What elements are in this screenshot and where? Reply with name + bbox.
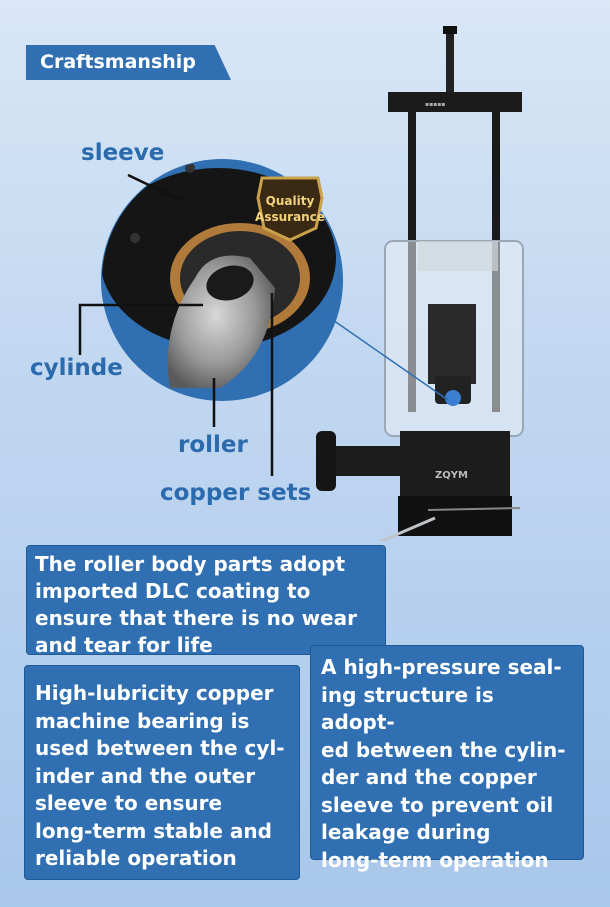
cylinder-label: cylinde [30, 355, 123, 381]
sleeve-label: sleeve [81, 140, 165, 166]
sealing-structure-box: A high-pressure seal- ing structure is a… [310, 645, 584, 872]
copper-sets-label: copper sets [160, 480, 312, 506]
roller-label: roller [178, 432, 248, 458]
craftsmanship-tag: Craftsmanship [26, 45, 231, 80]
badge-line2: Assurance [255, 210, 325, 224]
dlc-coating-text: The roller body parts adopt imported DLC… [35, 552, 357, 657]
badge-line1: Quality [266, 194, 315, 208]
copper-bearing-box: High-lubricity copper machine bearing is… [24, 665, 300, 880]
dlc-coating-box: The roller body parts adopt imported DLC… [26, 545, 386, 657]
svg-text:▪▪▪▪▪: ▪▪▪▪▪ [425, 101, 445, 108]
quality-assurance-badge: Quality Assurance [255, 176, 325, 242]
roller-closeup-image: Quality Assurance [101, 159, 343, 401]
brand-logo-text: ZQYM [435, 470, 468, 481]
copper-bearing-text: High-lubricity copper machine bearing is… [35, 681, 285, 870]
sealing-structure-text: A high-pressure seal- ing structure is a… [321, 655, 566, 872]
